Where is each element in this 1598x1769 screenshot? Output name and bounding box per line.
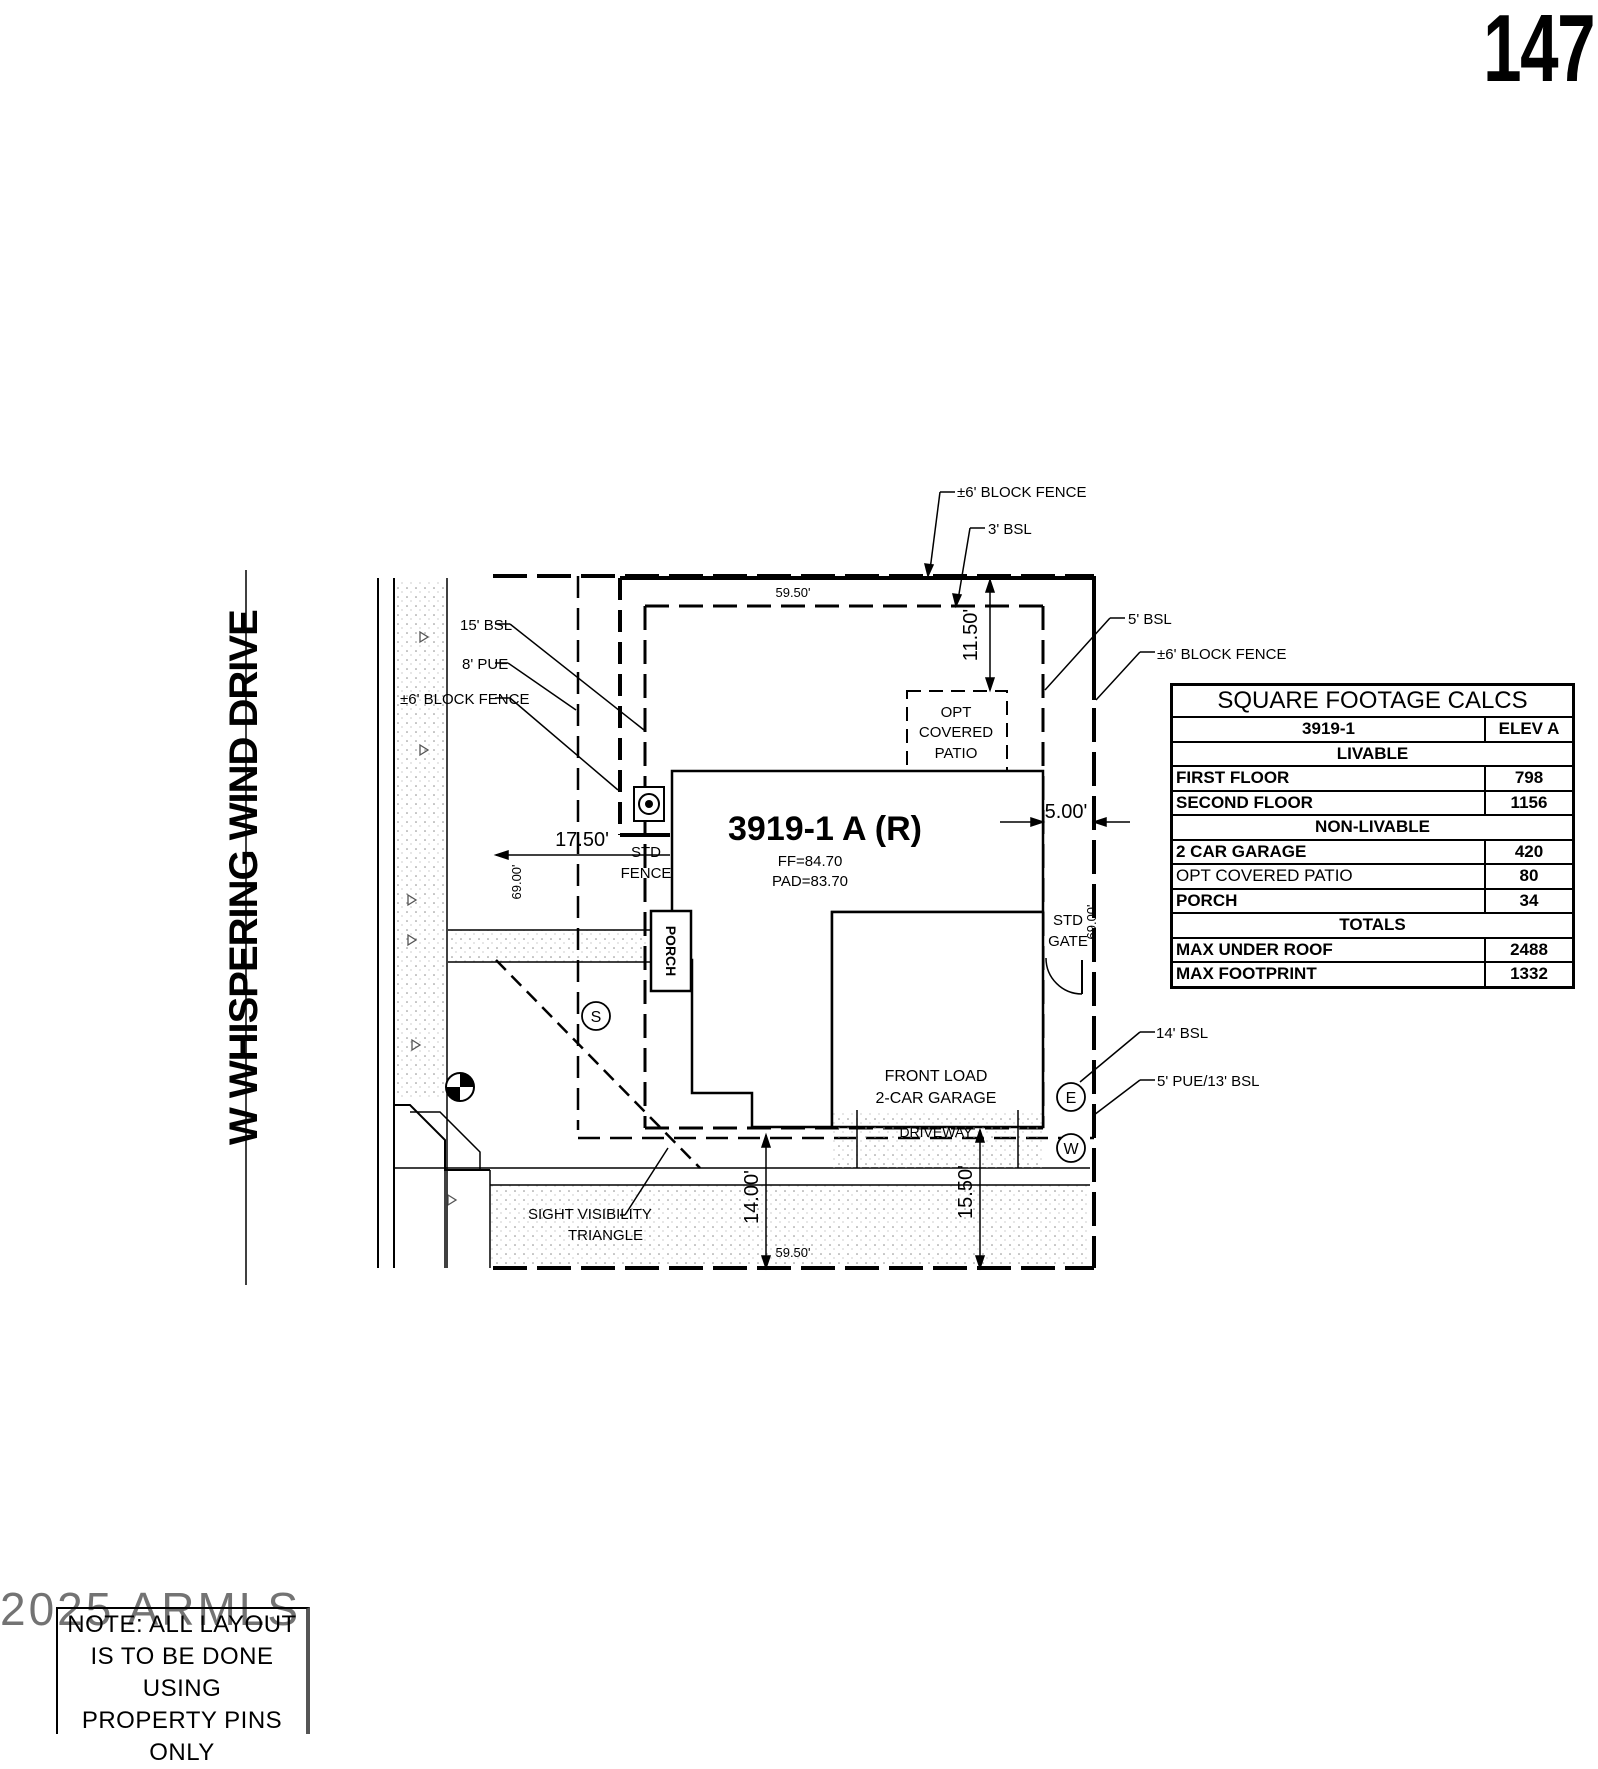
garage-label-line2: 2-CAR GARAGE xyxy=(876,1090,997,1107)
row-label: MAX UNDER ROOF xyxy=(1170,936,1486,963)
sight-triangle-line xyxy=(495,959,701,1169)
callout-15-bsl: 15' BSL xyxy=(460,617,512,634)
dim-side-setback-right: 5.00' xyxy=(1045,801,1088,823)
nonlivable-header: NON-LIVABLE xyxy=(1170,814,1575,841)
plan-column-header: 3919-1 xyxy=(1170,716,1486,743)
plan-label: 3919-1 A (R) xyxy=(728,810,922,848)
dim-bottom-width: 59.50' xyxy=(775,1245,810,1260)
table-title: SQUARE FOOTAGE CALCS xyxy=(1170,683,1575,718)
std-fence-label-1: STD xyxy=(631,844,661,861)
callout-8-pue: 8' PUE xyxy=(462,656,508,673)
opt-covered-patio xyxy=(906,690,1008,772)
finished-floor-elevation: FF=84.70 xyxy=(778,853,843,870)
table-row: MAX FOOTPRINT 1332 xyxy=(1170,961,1575,988)
row-label: SECOND FLOOR xyxy=(1170,789,1486,816)
garage-label-line1: FRONT LOAD xyxy=(885,1068,988,1085)
block-fence xyxy=(620,576,1096,700)
sewer-marker xyxy=(581,1001,611,1031)
front-landscape-area xyxy=(490,1185,1090,1265)
totals-header: TOTALS xyxy=(1170,912,1575,939)
row-value: 2488 xyxy=(1484,936,1575,963)
livable-header: LIVABLE xyxy=(1170,740,1575,767)
sewer-marker-label: S xyxy=(591,1009,602,1026)
lot-number: 147 xyxy=(1482,0,1595,102)
patio-label-line3: PATIO xyxy=(935,745,978,762)
walkway xyxy=(448,930,648,962)
site-plan-drawing: ±6' BLOCK FENCE 3' BSL 5' BSL ±6' BLOCK … xyxy=(245,484,1286,1285)
callout-block-fence-right: ±6' BLOCK FENCE xyxy=(1157,646,1286,663)
porch xyxy=(649,909,693,993)
watermark: 2025 ARMLS xyxy=(0,1583,302,1635)
row-label: 2 CAR GARAGE xyxy=(1170,838,1486,865)
garage xyxy=(830,910,1045,1129)
sidewalk-area xyxy=(396,580,446,1100)
table-row: SECOND FLOOR 1156 xyxy=(1170,789,1575,816)
street-name: W WHISPERING WIND DRIVE xyxy=(222,610,266,1145)
row-label: MAX FOOTPRINT xyxy=(1170,961,1486,988)
row-label: FIRST FLOOR xyxy=(1170,765,1486,792)
gate-swing xyxy=(1045,957,1083,995)
callout-5-bsl: 5' BSL xyxy=(1128,611,1172,628)
table-row: OPT COVERED PATIO 80 xyxy=(1170,863,1575,890)
elevation-column-header: ELEV A xyxy=(1484,716,1575,743)
table-row: PORCH 34 xyxy=(1170,887,1575,914)
std-gate-label-2: GATE xyxy=(1048,933,1088,950)
porch-label: PORCH xyxy=(663,926,679,977)
dim-depth-left: 69.00' xyxy=(509,864,524,899)
water-marker xyxy=(1056,1133,1086,1163)
sight-visibility-label: SIGHT VISIBILITY xyxy=(528,1206,652,1223)
dim-front-setback-a: 14.00' xyxy=(741,1170,763,1224)
row-value: 420 xyxy=(1484,838,1575,865)
note-line-1: NOTE: ALL LAYOUT xyxy=(67,1611,297,1638)
dim-front-setback-b: 15.50' xyxy=(955,1165,977,1219)
row-value: 1156 xyxy=(1484,789,1575,816)
driveway-label: DRIVEWAY xyxy=(899,1124,973,1140)
dim-top-setback: 11.50' xyxy=(960,609,982,661)
row-label: PORCH xyxy=(1170,887,1486,914)
table-row: MAX UNDER ROOF 2488 xyxy=(1170,936,1575,963)
table-row: 2 CAR GARAGE 420 xyxy=(1170,838,1575,865)
row-value: 798 xyxy=(1484,765,1575,792)
std-gate-label-1: STD xyxy=(1053,912,1083,929)
note-line-2: IS TO BE DONE USING xyxy=(90,1643,274,1702)
patio-label-line1: OPT xyxy=(941,704,972,721)
note-line-3: PROPERTY PINS ONLY xyxy=(81,1707,283,1766)
table-row: FIRST FLOOR 798 xyxy=(1170,765,1575,792)
water-marker-label: W xyxy=(1063,1141,1079,1158)
sight-triangle-label: TRIANGLE xyxy=(568,1227,643,1244)
row-value: 34 xyxy=(1484,887,1575,914)
dim-top-width: 59.50' xyxy=(775,585,810,600)
dim-depth-right: 69.00' xyxy=(1084,904,1099,939)
row-value: 80 xyxy=(1484,863,1575,890)
square-footage-table: SQUARE FOOTAGE CALCS 3919-1 ELEV A LIVAB… xyxy=(1170,683,1575,989)
callout-pue-bsl: 5' PUE/13' BSL xyxy=(1157,1073,1259,1090)
callout-3-bsl: 3' BSL xyxy=(988,521,1032,538)
dim-side-setback-left: 17.50' xyxy=(555,829,609,851)
callout-14-bsl: 14' BSL xyxy=(1156,1025,1208,1042)
patio-label-line2: COVERED xyxy=(919,724,993,741)
std-fence-label-2: FENCE xyxy=(621,865,672,882)
electric-marker-label: E xyxy=(1066,1090,1077,1107)
row-value: 1332 xyxy=(1484,961,1575,988)
row-label: OPT COVERED PATIO xyxy=(1170,863,1486,890)
callout-block-fence-left: ±6' BLOCK FENCE xyxy=(400,691,529,708)
electric-marker xyxy=(1056,1082,1086,1112)
callout-block-fence-top: ±6' BLOCK FENCE xyxy=(957,484,1086,501)
pad-elevation: PAD=83.70 xyxy=(772,873,848,890)
